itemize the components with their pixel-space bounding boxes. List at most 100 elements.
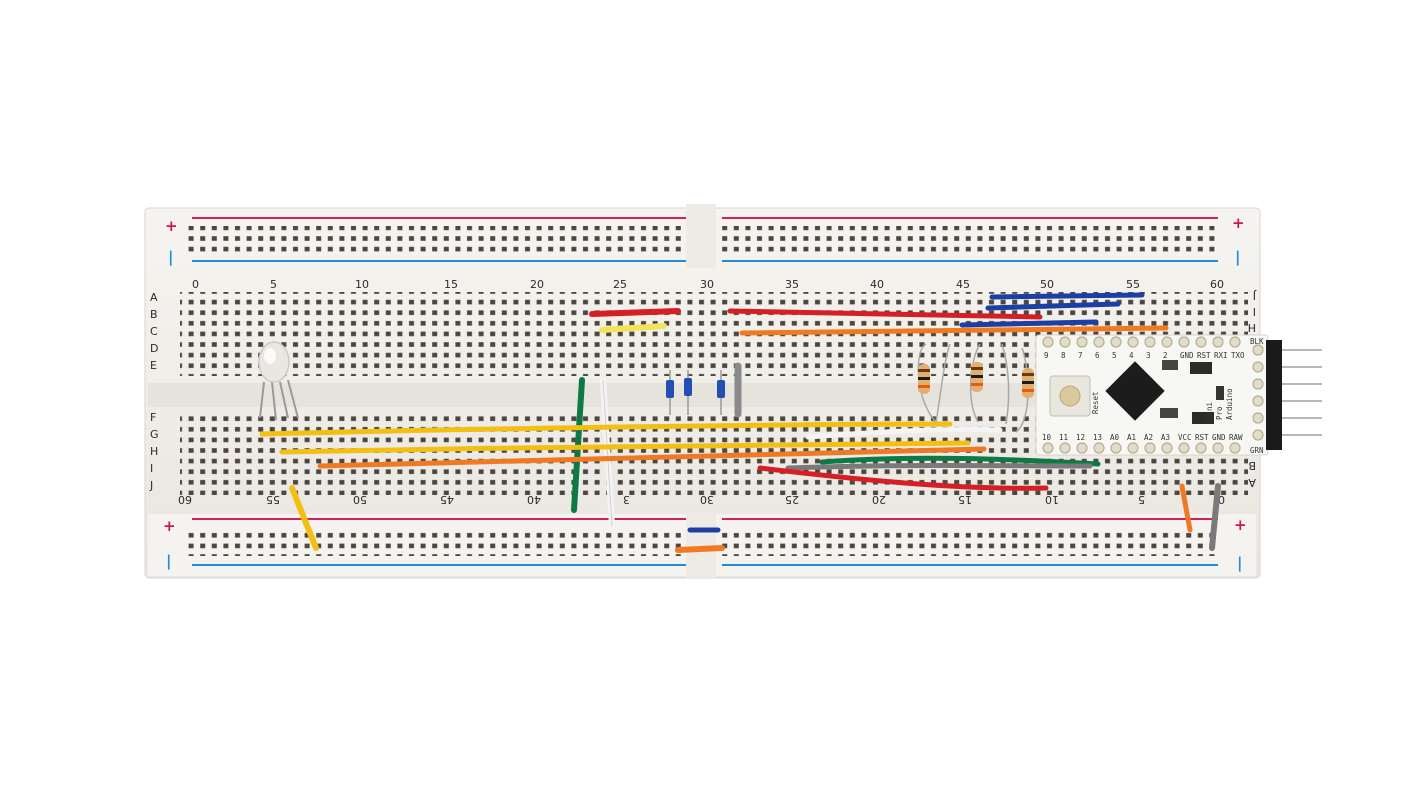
row-letter: I [1253,305,1256,318]
column-number: 0 [192,278,199,291]
wire-yellow-diagonal [289,485,319,551]
row-letter: A [1248,476,1256,489]
column-number: 15 [958,493,972,506]
resistor-bands [918,367,1034,392]
row-letter: D [150,342,158,355]
pin-pad [1161,442,1173,454]
row-letter: H [1248,321,1256,334]
svg-text:+: + [1232,214,1245,232]
pin-label: 8 [1061,351,1066,360]
pin-label: 6 [1095,351,1100,360]
pin-pad [1195,336,1207,348]
rail-signs: + + | | + + | | [163,214,1247,573]
pin-pad [1042,336,1054,348]
svg-text:+: + [163,517,176,535]
column-number: 20 [530,278,544,291]
pin-pad [1059,442,1071,454]
pin-pad [1178,336,1190,348]
reset-label: Reset [1091,391,1100,414]
wire-white-outline [602,379,613,527]
row-letter: C [150,325,158,338]
pin-pad [1110,442,1122,454]
column-number: 25 [785,493,799,506]
pin-label: A1 [1127,433,1136,442]
row-letter: B [150,308,158,321]
wire-yellow-top-short [599,323,667,333]
header-pad [1252,344,1264,356]
row-letter: B [1248,459,1256,472]
pin-pad [1093,442,1105,454]
column-number: 40 [870,278,884,291]
pin-label: 10 [1042,433,1052,442]
pin-label: VCC [1178,433,1192,442]
column-number: 55 [266,493,280,506]
power-rails [192,217,1218,566]
board-name: Pro [1215,406,1224,420]
pin-pad [1178,442,1190,454]
svg-text:|: | [168,248,173,267]
pin-label: 3 [1146,351,1151,360]
jumper-wires [259,292,1221,553]
pin-pad [1059,336,1071,348]
column-number: 60 [178,493,192,506]
arduino-pro-mini [1035,334,1322,456]
pin-pad [1212,442,1224,454]
pin-pad [1212,336,1224,348]
pin-label: 11 [1059,433,1068,442]
row-letter: E [150,359,157,372]
pin-label: A0 [1110,433,1120,442]
pin-label: A3 [1161,433,1170,442]
header-label: GRN [1250,446,1264,455]
column-number: 15 [444,278,458,291]
wire-orange-vertical-right [1179,483,1193,533]
column-number: 40 [527,493,541,506]
pin-pad [1144,336,1156,348]
board-name: Arduino [1225,388,1234,420]
pin-label: 7 [1078,351,1083,360]
header-label: BLK [1250,337,1264,346]
column-number: 0 [1218,493,1225,506]
header-pad [1252,429,1264,441]
pin-label: RXI [1214,351,1228,360]
pin-pad [1127,336,1139,348]
pin-label: 4 [1129,351,1134,360]
pin-pad [1161,336,1173,348]
pin-label: GND [1212,433,1226,442]
pin-label: TXO [1231,351,1245,360]
pin-label: A2 [1144,433,1153,442]
pin-pad [1229,442,1241,454]
pin-label: 12 [1076,433,1085,442]
wire-white-long [805,426,1003,440]
wire-orange-top [739,325,1169,336]
column-number: 50 [1040,278,1054,291]
pin-label: 9 [1044,351,1049,360]
wire-gray-bottom [785,463,1093,471]
wire-red-top-long [727,308,1043,320]
wire-blue-1 [989,292,1145,300]
column-number: 5 [270,278,277,291]
row-letter: G [150,428,159,441]
pin-pad [1195,442,1207,454]
column-number: 45 [956,278,970,291]
pin-pad [1229,336,1241,348]
svg-text:|: | [166,552,171,571]
wire-yellow-long-2 [279,440,971,455]
column-number: 55 [1126,278,1140,291]
pin-label: 5 [1112,351,1117,360]
pin-pad [1144,442,1156,454]
column-number: 45 [440,493,454,506]
pin-label: 13 [1093,433,1102,442]
wire-orange-bottom-rail [675,545,725,553]
column-number: 60 [1210,278,1224,291]
pin-pad [1093,336,1105,348]
wire-green-bottom [819,455,1101,467]
row-letter: I [150,462,153,475]
pin-label: RST [1197,351,1211,360]
header-pad [1252,395,1264,407]
svg-text:|: | [1237,554,1242,573]
svg-text:+: + [1234,516,1247,534]
pin-pad [1076,442,1088,454]
